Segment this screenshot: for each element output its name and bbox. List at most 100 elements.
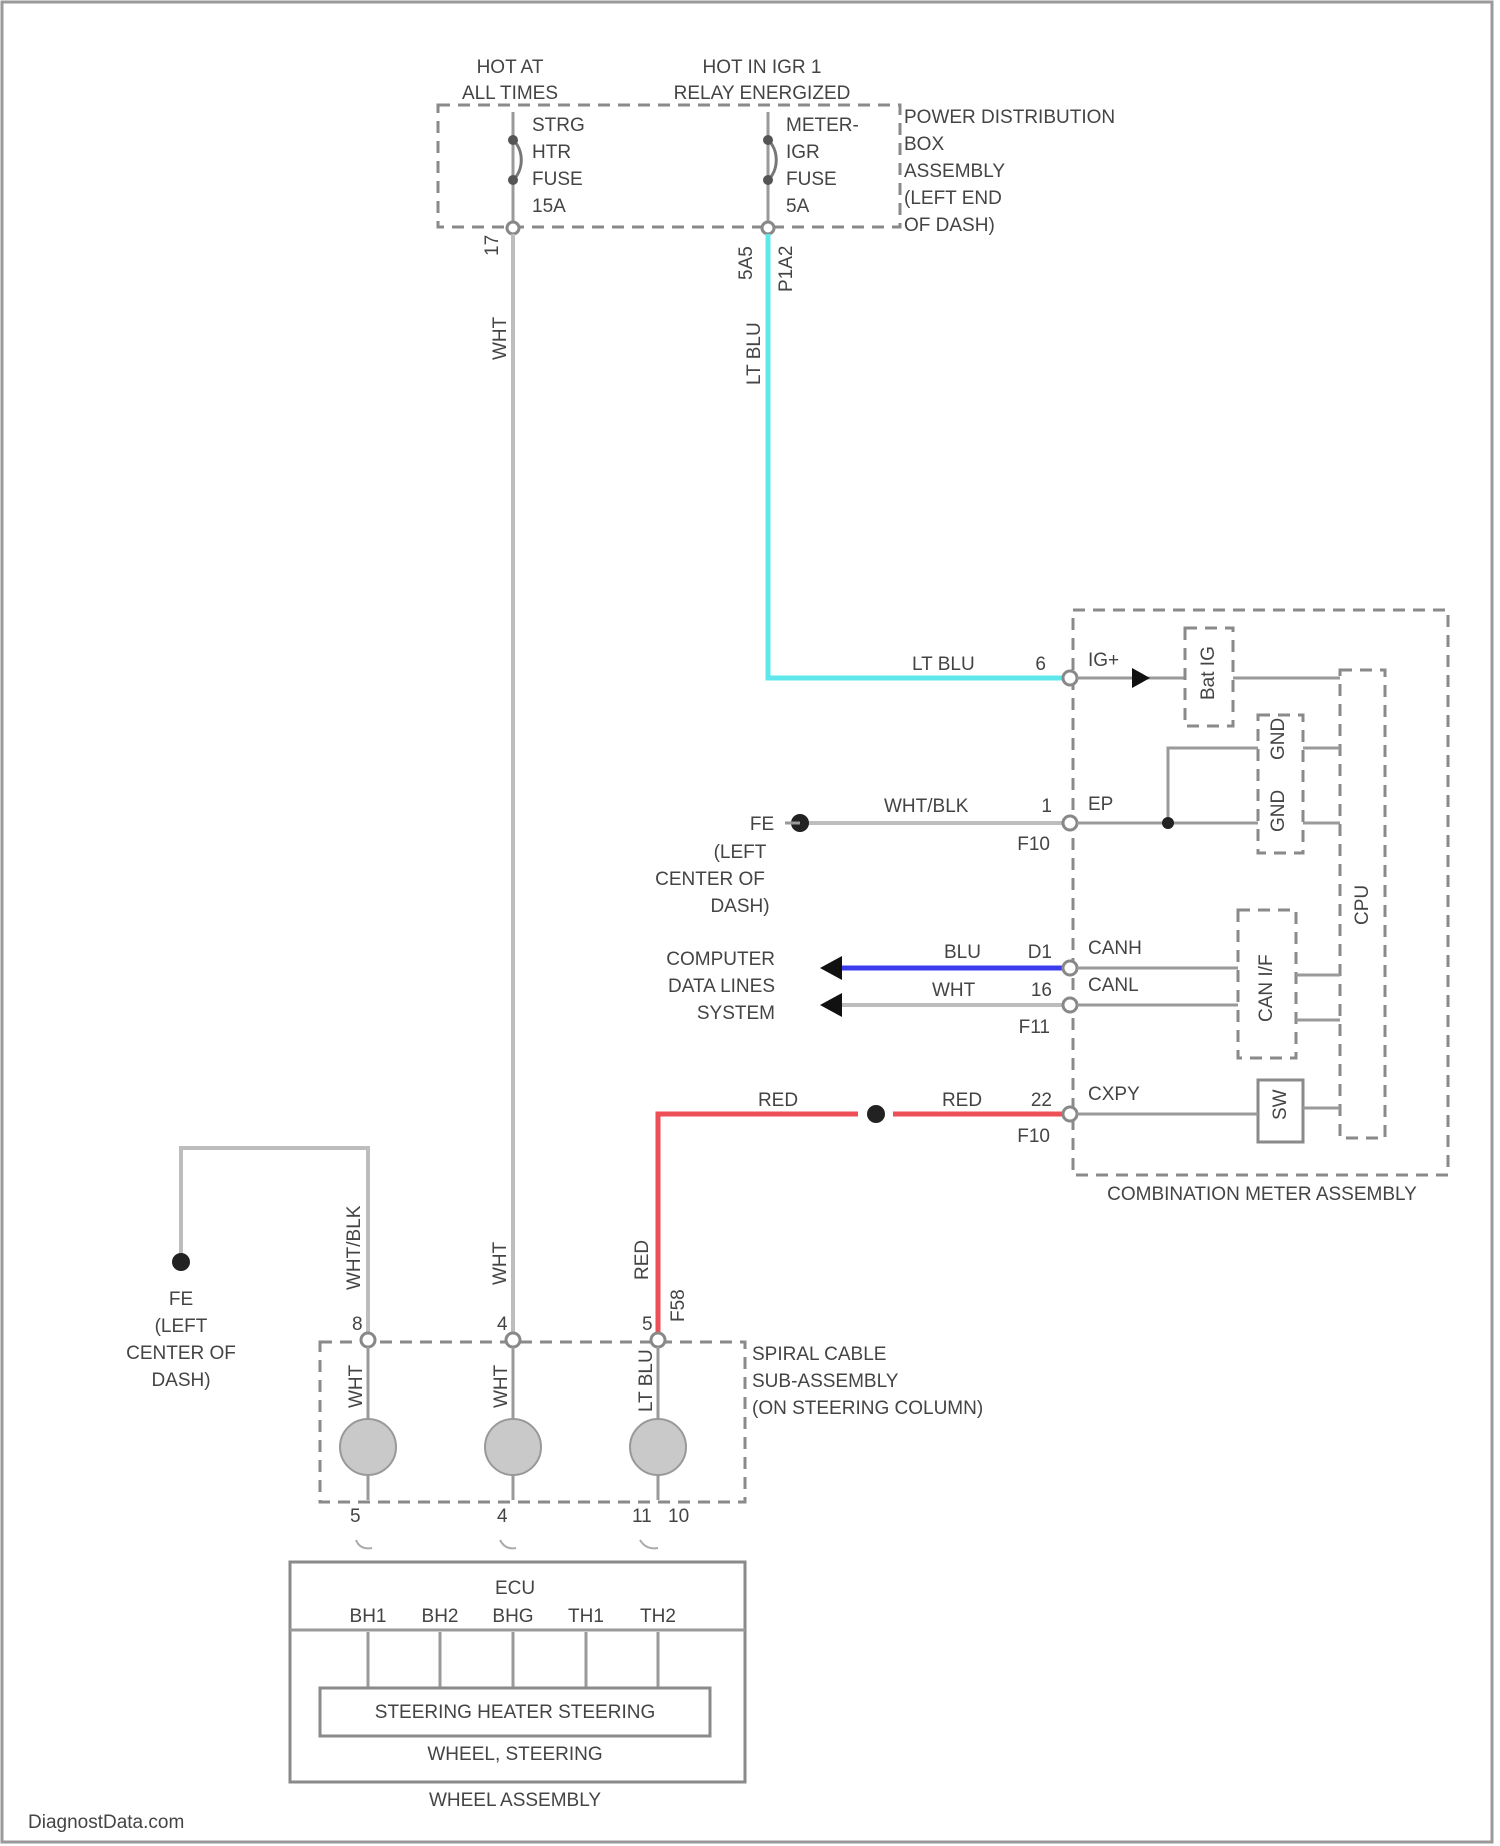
meter-terminal-cxpy: CXPY	[1088, 1084, 1140, 1105]
fuse-strg-htr: STRG HTR FUSE 15A	[508, 112, 585, 222]
spiral-pin-bottom-3: 11	[632, 1506, 652, 1527]
ground-fe-left-loc3: DASH)	[151, 1370, 210, 1391]
meter-terminal-ep: EP	[1088, 794, 1113, 815]
meter-connector-3: F10	[1017, 1126, 1050, 1147]
hot-in-igr-line1: HOT IN IGR 1	[703, 57, 822, 78]
wht-wire-label-vertical-2: WHT	[490, 1241, 511, 1285]
wht-arrow	[820, 993, 842, 1017]
meter-terminal-canl: CANL	[1088, 975, 1139, 996]
red-wire-label-vertical: RED	[632, 1240, 653, 1280]
gnd-label-1: GND	[1268, 718, 1289, 760]
spiral-coil-3	[630, 1419, 686, 1475]
meter-terminal-canh: CANH	[1088, 938, 1142, 959]
computer-data-lines-1: COMPUTER	[666, 949, 775, 970]
gnd-label-2: GND	[1268, 790, 1289, 832]
fuse1-line3: FUSE	[532, 169, 583, 190]
red-splice-dot	[867, 1105, 885, 1123]
fuse2-line4: 5A	[786, 196, 810, 217]
spiral-connector: F58	[668, 1289, 689, 1322]
fuse2-line2: IGR	[786, 142, 820, 163]
computer-data-lines-2: DATA LINES	[668, 976, 775, 997]
meter-pin-canh: D1	[1028, 942, 1052, 963]
fuse-meter-igr: METER- IGR FUSE 5A	[763, 112, 859, 222]
meter-terminal-ig: IG+	[1088, 650, 1119, 671]
meter-connector-1: F10	[1017, 834, 1050, 855]
pdb-label-line3: ASSEMBLY	[904, 161, 1005, 182]
fuse2-line1: METER-	[786, 115, 859, 136]
meter-pin-canl: 16	[1031, 980, 1052, 1001]
ground-fe-left-loc2: CENTER OF	[126, 1343, 236, 1364]
spiral-label-line2: SUB-ASSEMBLY	[752, 1371, 899, 1392]
bat-ig-label: Bat IG	[1198, 646, 1219, 700]
sw-label: SW	[1270, 1089, 1291, 1120]
lt-blu-wire-label: LT BLU	[912, 654, 975, 675]
red-wire-label-right: RED	[942, 1090, 982, 1111]
spiral-coil-2	[485, 1419, 541, 1475]
spiral-label-line3: (ON STEERING COLUMN)	[752, 1398, 983, 1419]
spiral-coil-wire-3: LT BLU	[636, 1349, 657, 1412]
ig-diode-arrow	[1132, 668, 1150, 688]
spiral-coil-1	[340, 1419, 396, 1475]
ep-splice-dot	[1162, 817, 1174, 829]
lt-blu-wire	[768, 234, 1070, 678]
red-wire-label-left: RED	[758, 1090, 798, 1111]
wht-blk-wire-left	[181, 1148, 368, 1340]
pdb-label-line1: POWER DISTRIBUTION	[904, 107, 1115, 128]
fuse1-line2: HTR	[532, 142, 571, 163]
pdb-label-line5: OF DASH)	[904, 215, 995, 236]
ground-fe-name-left: FE	[169, 1289, 193, 1310]
hot-at-all-times-line1: HOT AT	[477, 57, 544, 78]
meter-assembly-label: COMBINATION METER ASSEMBLY	[1107, 1184, 1417, 1205]
fuse1-line1: STRG	[532, 115, 585, 136]
spiral-pin-top-2: 4	[497, 1314, 508, 1335]
spiral-coil-wire-1: WHT	[346, 1364, 367, 1408]
fuse1-pin: 17	[482, 235, 503, 256]
computer-data-lines-3: SYSTEM	[697, 1003, 775, 1024]
wheel-assembly: ECU BH1 BH2 BHG TH1 TH2 STEERING HEATER …	[290, 1562, 745, 1811]
ecu-terminal-th2: TH2	[640, 1606, 676, 1627]
ecu-terminal-bh1: BH1	[350, 1606, 387, 1627]
spiral-pin-bottom-1: 5	[350, 1506, 361, 1527]
ground-fe-dot-left	[172, 1253, 190, 1271]
spiral-pin-top-1: 8	[352, 1314, 363, 1335]
spiral-pin-top-3: 5	[642, 1314, 653, 1335]
pdb-label-line2: BOX	[904, 134, 944, 155]
watermark: DiagnostData.com	[28, 1812, 184, 1833]
wht-blk-wire-label: WHT/BLK	[884, 796, 969, 817]
spiral-cable-sub-assembly: 8 4 5 F58 WHT WHT LT BLU SPIRAL CABLE SU…	[320, 1289, 983, 1548]
meter-pin-ep: 1	[1041, 796, 1052, 817]
hot-at-all-times-line2: ALL TIMES	[462, 83, 558, 104]
hot-in-igr-line2: RELAY ENERGIZED	[674, 83, 851, 104]
ecu-terminal-bhg: BHG	[492, 1606, 533, 1627]
can-if-label: CAN I/F	[1256, 954, 1277, 1022]
meter-connector-2: F11	[1019, 1017, 1050, 1038]
meter-pin-cxpy: 22	[1031, 1090, 1052, 1111]
ecu-label: ECU	[495, 1578, 535, 1599]
ground-fe-left-loc1: (LEFT	[155, 1316, 208, 1337]
ecu-terminal-th1: TH1	[568, 1606, 604, 1627]
fuse1-line4: 15A	[532, 196, 566, 217]
spiral-label-line1: SPIRAL CABLE	[752, 1344, 886, 1365]
wheel-assembly-label: WHEEL ASSEMBLY	[429, 1790, 601, 1811]
fuse2-pin: 5A5	[736, 246, 757, 280]
meter-pin-ig: 6	[1035, 654, 1046, 675]
fuse2-line3: FUSE	[786, 169, 837, 190]
blu-arrow	[820, 956, 842, 980]
ecu-terminal-bh2: BH2	[422, 1606, 459, 1627]
wht-wire-label: WHT	[490, 316, 511, 360]
ground-fe-loc2: CENTER OF	[655, 869, 765, 890]
spiral-pin-bottom-2: 4	[497, 1506, 508, 1527]
ground-fe-loc3: DASH)	[710, 896, 769, 917]
power-distribution-box: HOT AT ALL TIMES HOT IN IGR 1 RELAY ENER…	[438, 57, 1115, 292]
wht-blk-wire-label-vertical: WHT/BLK	[344, 1205, 365, 1290]
ground-fe-name: FE	[750, 814, 774, 835]
cpu-label: CPU	[1352, 885, 1373, 925]
wht-can-wire-label: WHT	[932, 980, 976, 1001]
combination-meter-assembly: 6 1 D1 16 22 F10 F11 F10 IG+ EP CANH CAN…	[1017, 610, 1448, 1205]
pdb-label-line4: (LEFT END	[904, 188, 1002, 209]
ground-fe-loc1: (LEFT	[714, 842, 767, 863]
spiral-pin-bottom-4: 10	[668, 1506, 689, 1527]
steering-heater-label: STEERING HEATER STEERING	[375, 1702, 655, 1723]
wheel-steering-label: WHEEL, STEERING	[427, 1744, 602, 1765]
